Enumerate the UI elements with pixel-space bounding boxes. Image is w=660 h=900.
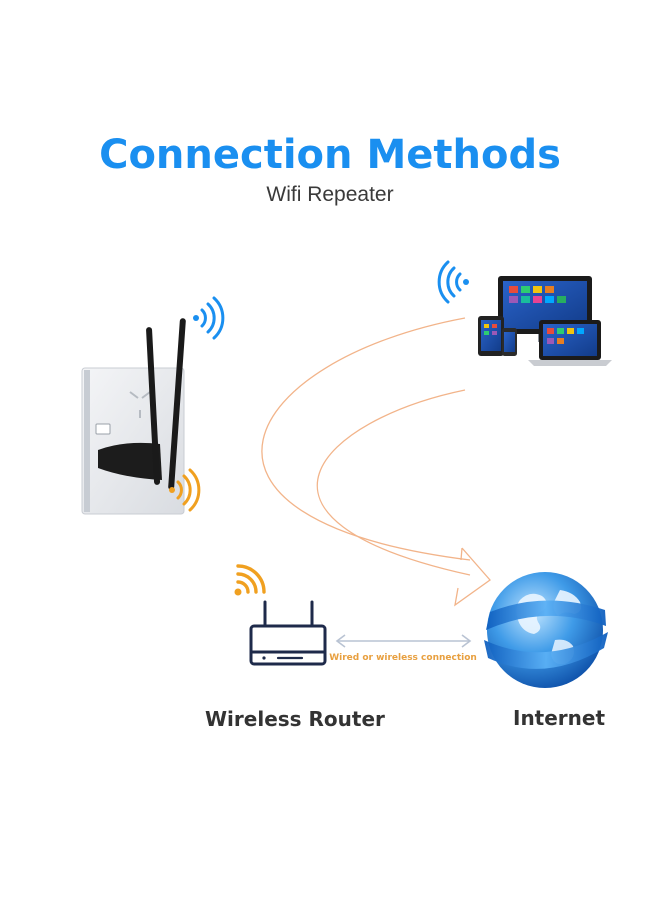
page-title: Connection Methods <box>99 132 561 178</box>
laptop-icon <box>528 320 612 366</box>
router-body <box>249 624 327 666</box>
router-label: Wireless Router <box>205 707 385 731</box>
phone-icon <box>502 328 517 356</box>
arrow-head <box>454 547 491 607</box>
wall-plate <box>81 367 185 515</box>
wall-plate-shadow <box>84 370 90 512</box>
arrow-outer-curve <box>261 317 471 561</box>
globe-icon <box>484 572 608 688</box>
router-wifi-icon <box>234 564 266 596</box>
signal-arrows <box>261 317 491 607</box>
socket-holes <box>129 391 151 418</box>
repeater-wifi-orange-icon <box>169 468 201 512</box>
tablet-icon <box>478 316 504 356</box>
wifi-repeater-icon <box>81 296 225 515</box>
repeater-wifi-blue-icon <box>193 296 225 340</box>
connection-link: Wired or wireless connection <box>329 634 477 663</box>
connection-label: Wired or wireless connection <box>329 653 477 663</box>
usb-port <box>95 423 111 435</box>
arrow-inner-curve <box>316 389 471 576</box>
page-subtitle: Wifi Repeater <box>266 183 394 206</box>
antenna-left <box>146 327 161 485</box>
internet-label: Internet <box>513 706 606 730</box>
devices-wifi-icon <box>437 260 469 304</box>
router-icon <box>234 564 327 666</box>
devices-icon <box>437 260 612 366</box>
antenna-right <box>168 318 186 490</box>
repeater-body <box>98 442 162 480</box>
